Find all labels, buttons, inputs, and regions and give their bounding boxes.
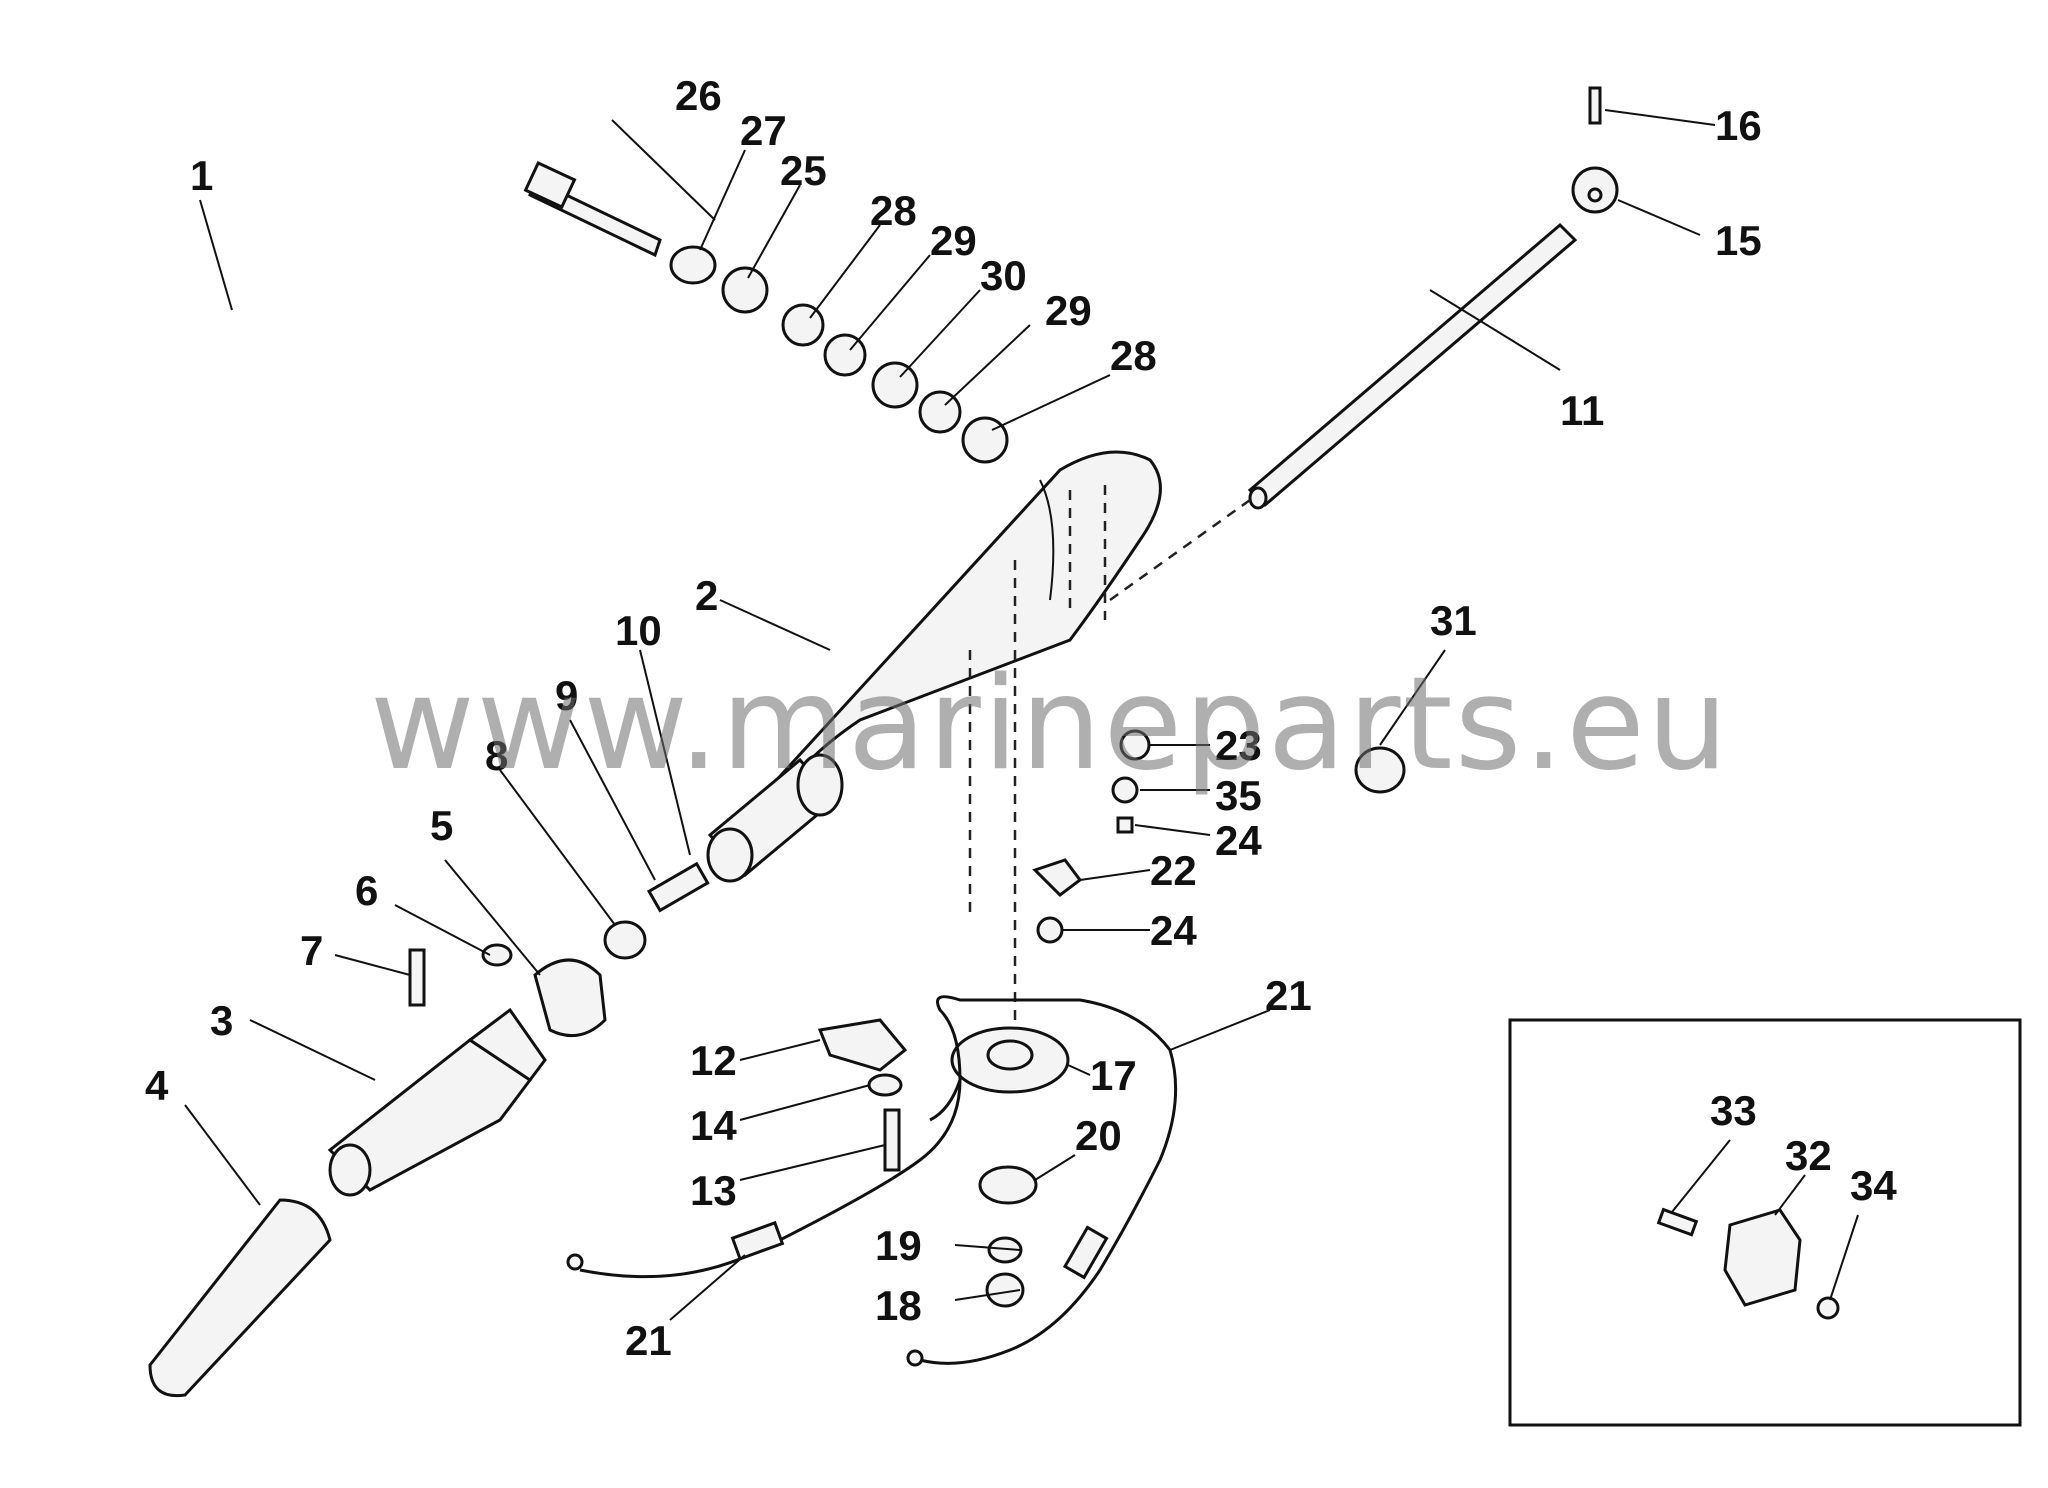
callout-labels: 1 2 3 4 5 6 7 8 9 10 11 12 13 14 15 16 1…: [145, 72, 1897, 1364]
callout-24-upper: 24: [1215, 817, 1262, 864]
callout-1: 1: [190, 152, 213, 199]
extension-rod: [1109, 222, 1578, 602]
callout-17: 17: [1090, 1052, 1137, 1099]
washer-stack: [669, 245, 1009, 464]
callout-2: 2: [695, 572, 718, 619]
callout-21-right: 21: [1265, 972, 1312, 1019]
small-hardware: [1032, 729, 1151, 944]
callout-10: 10: [615, 607, 662, 654]
callout-5: 5: [430, 802, 453, 849]
callout-34: 34: [1850, 1162, 1897, 1209]
tiller-front-tube: [706, 753, 844, 883]
pivot-plate-parts: [950, 1026, 1070, 1308]
callout-22: 22: [1150, 847, 1197, 894]
callout-18: 18: [875, 1282, 922, 1329]
tiller-housing: [734, 450, 1162, 1020]
callout-8: 8: [485, 732, 508, 779]
pivot-bolt: [523, 160, 662, 258]
wire-harness: [566, 995, 1178, 1367]
callout-31: 31: [1430, 597, 1477, 644]
rod-knob: [1571, 86, 1619, 214]
callout-4: 4: [145, 1062, 169, 1109]
callout-32: 32: [1785, 1132, 1832, 1179]
callout-27: 27: [740, 107, 787, 154]
callout-15: 15: [1715, 217, 1762, 264]
callout-23: 23: [1215, 722, 1262, 769]
throttle-assembly: [148, 861, 710, 1398]
callout-6: 6: [355, 867, 378, 914]
callout-33: 33: [1710, 1087, 1757, 1134]
callout-26: 26: [675, 72, 722, 119]
callout-20: 20: [1075, 1112, 1122, 1159]
inset-box: [1508, 1018, 2022, 1427]
callout-35: 35: [1215, 772, 1262, 819]
callout-21-left: 21: [625, 1317, 672, 1364]
bracket-parts: [817, 1018, 908, 1172]
callout-11: 11: [1560, 387, 1604, 434]
callout-13: 13: [690, 1167, 737, 1214]
callout-14: 14: [690, 1102, 737, 1149]
callout-3: 3: [210, 997, 233, 1044]
callout-29-lower: 29: [1045, 287, 1092, 334]
callout-7: 7: [300, 927, 323, 974]
callout-28-lower: 28: [1110, 332, 1157, 379]
callout-16: 16: [1715, 102, 1762, 149]
callout-19: 19: [875, 1222, 922, 1269]
callout-30: 30: [980, 252, 1027, 299]
callout-29-upper: 29: [930, 217, 977, 264]
callout-25: 25: [780, 147, 827, 194]
callout-24-lower: 24: [1150, 907, 1197, 954]
callout-12: 12: [690, 1037, 737, 1084]
leader-lines: [184, 109, 1859, 1321]
knob-31: [1354, 746, 1406, 794]
callout-28-upper: 28: [870, 187, 917, 234]
callout-9: 9: [555, 672, 578, 719]
